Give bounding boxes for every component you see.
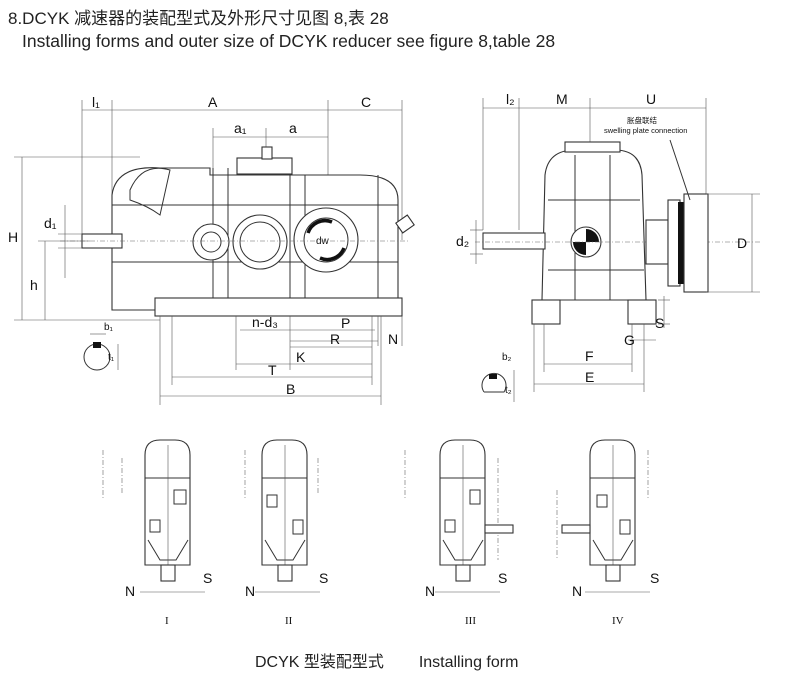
note-swelling-cn: 胀盘联结 (627, 115, 657, 125)
dim-A: A (208, 94, 218, 110)
dim-d1: d₁ (44, 215, 57, 231)
header-title-cn: 8.DCYK 减速器的装配型式及外形尺寸见图 8,表 28 (8, 9, 389, 28)
dim-E: E (585, 369, 594, 385)
form-4: S N IV (556, 439, 659, 627)
caption: DCYK 型装配型式 Installing form (255, 648, 518, 672)
dim-l1: l₁ (92, 94, 100, 110)
dim-H: H (8, 229, 18, 245)
dim-N: N (388, 331, 398, 347)
dim-t1: t₁ (108, 352, 115, 363)
form-1-s: S (203, 570, 212, 586)
form-4-n: N (572, 583, 582, 599)
installing-forms: S N I S N II (102, 439, 659, 627)
dim-l2: l₂ (506, 91, 515, 107)
dim-b2: b₂ (502, 352, 512, 363)
dim-d2: d₂ (456, 233, 469, 249)
dim-D: D (737, 235, 747, 251)
form-2-s: S (319, 570, 328, 586)
dim-b1: b₁ (104, 322, 114, 333)
dim-P: P (341, 315, 350, 331)
form-3: S N III (404, 439, 514, 627)
form-2: S N II (244, 439, 328, 627)
dim-K: K (296, 349, 306, 365)
dim-U: U (646, 91, 656, 107)
dim-C: C (361, 94, 371, 110)
form-4-roman: IV (612, 615, 624, 627)
dim-G: G (624, 332, 635, 348)
dim-n-d3: n-d₃ (252, 314, 278, 330)
form-3-s: S (498, 570, 507, 586)
form-2-n: N (245, 583, 255, 599)
dim-S: S (655, 315, 664, 331)
dim-M: M (556, 91, 568, 107)
form-1-roman: I (165, 615, 169, 627)
dim-h: h (30, 277, 38, 293)
front-view: dw l₁ A (8, 94, 415, 405)
dim-a1: a₁ (234, 120, 247, 136)
dim-B: B (286, 381, 295, 397)
form-2-roman: II (285, 615, 293, 627)
form-1-n: N (125, 583, 135, 599)
form-4-s: S (650, 570, 659, 586)
caption-cn: DCYK 型装配型式 (255, 654, 384, 671)
form-3-n: N (425, 583, 435, 599)
side-view: l₂ M U d₂ D S G F E b₂ t₂ 胀盘联结 swelling … (456, 91, 760, 402)
dim-dw: dw (316, 236, 330, 247)
dim-a: a (289, 120, 297, 136)
caption-en: Installing form (418, 654, 519, 671)
form-1: S N I (102, 439, 212, 627)
dim-F: F (585, 348, 594, 364)
dim-T: T (268, 362, 277, 378)
form-3-roman: III (465, 615, 476, 627)
note-swelling-en: swelling plate connection (604, 126, 687, 135)
dim-t2: t₂ (505, 385, 512, 396)
dim-R: R (330, 331, 340, 347)
header-title-en: Installing forms and outer size of DCYK … (22, 31, 556, 51)
